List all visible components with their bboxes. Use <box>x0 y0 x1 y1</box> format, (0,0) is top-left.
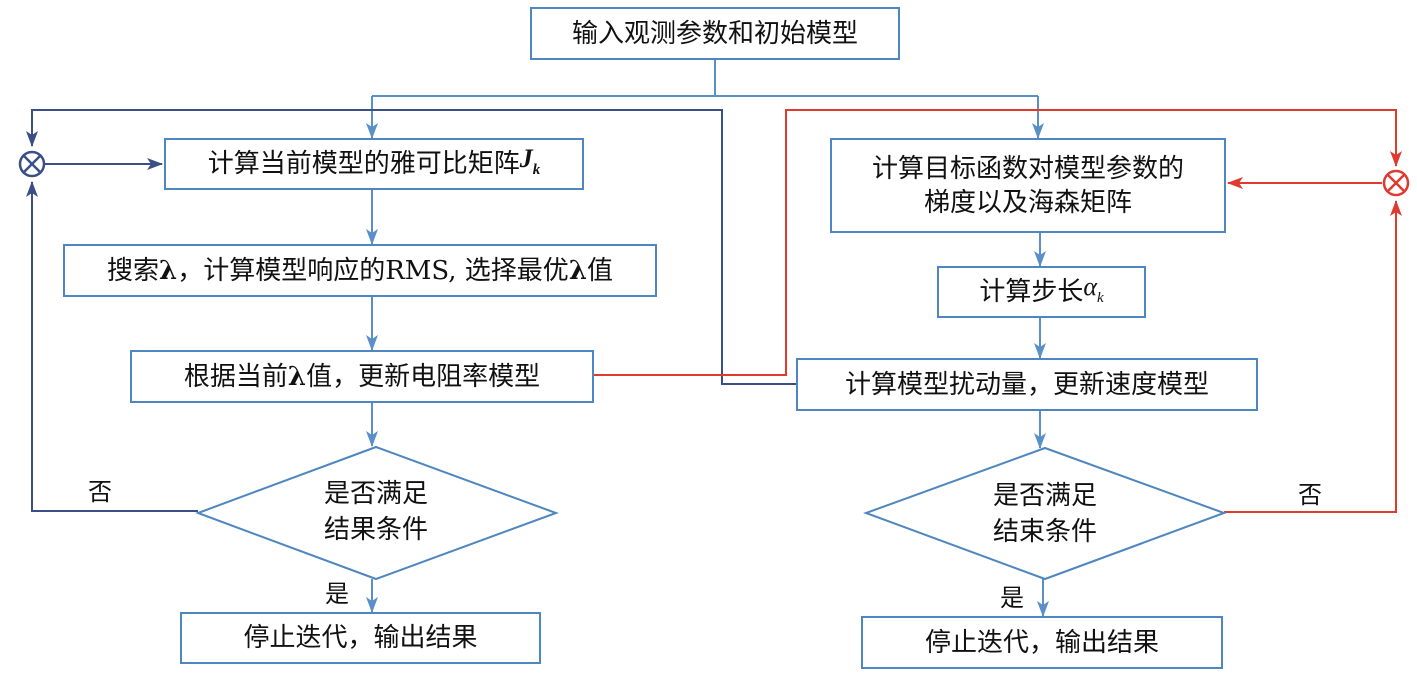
right-junction-icon <box>1382 169 1410 197</box>
perturbation-box: 计算模型扰动量，更新速度模型 <box>796 358 1258 411</box>
cross-feed-to-right-junction <box>594 109 1402 376</box>
search-label-b: ，计算模型响应的RMS, 选择最优 <box>177 255 569 286</box>
lambda-symbol: λ <box>158 255 178 286</box>
search-label-c: 值 <box>587 255 614 286</box>
left-stop-box: 停止迭代，输出结果 <box>180 612 541 664</box>
right-stop-label: 停止迭代，输出结果 <box>924 627 1159 658</box>
left-junction-icon <box>18 150 46 178</box>
update-label-b: 值，更新电阻率模型 <box>306 361 541 392</box>
lambda-symbol: λ <box>568 255 588 286</box>
left-stop-label: 停止迭代，输出结果 <box>243 623 478 653</box>
right-no-label: 否 <box>1298 481 1322 509</box>
right-stop-box: 停止迭代，输出结果 <box>861 616 1223 669</box>
update-label-a: 根据当前 <box>183 361 288 392</box>
jacobian-symbol: Jk <box>519 143 541 178</box>
jacobian-label: 计算当前模型的雅可比矩阵 <box>207 149 520 179</box>
step-label: 计算步长 <box>979 277 1084 307</box>
left-no-label: 否 <box>88 478 112 506</box>
right-yes-label: 是 <box>1000 584 1024 612</box>
right-no-loop <box>1224 200 1402 513</box>
perturb-label: 计算模型扰动量，更新速度模型 <box>844 369 1209 400</box>
lambda-symbol: λ <box>287 361 307 392</box>
cross-feed-to-left-junction <box>26 109 796 385</box>
right-decision-diamond <box>863 446 1227 581</box>
start-box: 输入观测参数和初始模型 <box>530 7 900 60</box>
left-decision-diamond <box>195 445 559 581</box>
gradient-hessian-box: 计算目标函数对模型参数的 梯度以及海森矩阵 <box>830 138 1226 233</box>
left-yes-label: 是 <box>325 580 349 608</box>
left-decision-label: 是否满足 结果条件 <box>323 479 428 545</box>
left-no-loop <box>26 181 198 512</box>
gradient-label: 计算目标函数对模型参数的 梯度以及海森矩阵 <box>871 153 1184 218</box>
search-label-a: 搜索 <box>106 255 159 286</box>
right-decision-label: 是否满足 结束条件 <box>992 481 1097 547</box>
alpha-symbol: αk <box>1083 271 1104 306</box>
start-label: 输入观测参数和初始模型 <box>571 18 858 49</box>
